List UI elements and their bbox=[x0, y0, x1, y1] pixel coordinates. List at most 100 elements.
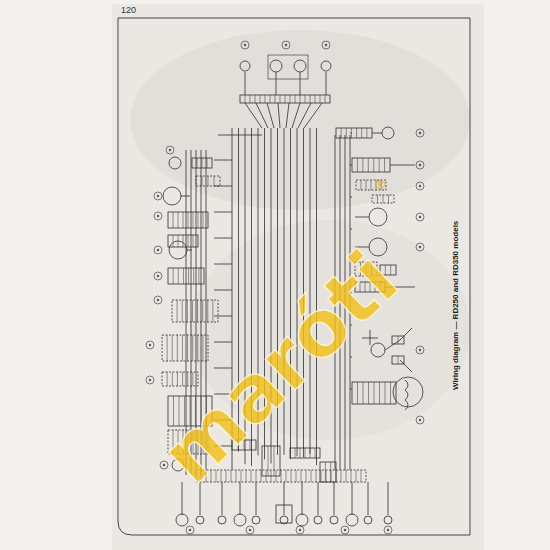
wire bbox=[173, 235, 174, 247]
lamp-symbol bbox=[270, 60, 282, 72]
connector-block bbox=[392, 336, 404, 344]
callout-circle bbox=[154, 272, 162, 280]
connector-block bbox=[192, 158, 212, 168]
wire bbox=[351, 470, 352, 482]
wire bbox=[400, 360, 412, 372]
callout-circle bbox=[246, 526, 254, 534]
wire bbox=[266, 470, 267, 482]
lamp-symbol bbox=[321, 61, 331, 71]
wire bbox=[298, 103, 311, 128]
wire bbox=[202, 335, 203, 361]
wire bbox=[357, 158, 358, 172]
callout-circle bbox=[296, 526, 304, 534]
lamp-symbol bbox=[346, 514, 358, 526]
callout-dot bbox=[157, 275, 159, 277]
callout-dot bbox=[325, 44, 327, 46]
wire bbox=[368, 158, 369, 172]
wiring bbox=[146, 41, 424, 534]
wire bbox=[350, 389, 352, 390]
wire bbox=[172, 372, 173, 386]
wire bbox=[336, 470, 337, 482]
callout-dot bbox=[157, 195, 159, 197]
wire bbox=[361, 128, 362, 138]
wire bbox=[362, 158, 363, 172]
wire bbox=[214, 290, 232, 291]
wire bbox=[207, 158, 208, 168]
wire bbox=[341, 128, 342, 138]
wire bbox=[167, 335, 168, 361]
connector-block bbox=[352, 382, 396, 404]
wire bbox=[245, 72, 246, 95]
wire bbox=[173, 212, 174, 228]
callout-circle bbox=[416, 243, 424, 251]
wire bbox=[356, 470, 357, 482]
callout-dot bbox=[244, 44, 246, 46]
figure-caption: Wiring diagram — RD250 and RD350 models bbox=[452, 221, 460, 390]
page-ground bbox=[112, 4, 484, 550]
lamp-symbol bbox=[280, 516, 288, 524]
callout-circle bbox=[384, 526, 392, 534]
wire bbox=[241, 470, 242, 482]
wire bbox=[300, 72, 301, 95]
wire bbox=[260, 95, 261, 103]
callout-circle bbox=[154, 246, 162, 254]
wire bbox=[361, 470, 362, 482]
wire bbox=[350, 165, 352, 166]
callout-circle bbox=[416, 182, 424, 190]
wire bbox=[318, 482, 319, 515]
lamp-symbol bbox=[314, 516, 322, 524]
background-shade bbox=[130, 30, 470, 210]
lamp-symbol bbox=[384, 516, 392, 524]
wire bbox=[197, 158, 198, 168]
wire bbox=[379, 158, 380, 172]
callout-circle bbox=[146, 341, 154, 349]
wire bbox=[331, 470, 332, 482]
wire bbox=[250, 95, 251, 103]
wire bbox=[310, 448, 311, 458]
wire bbox=[398, 336, 399, 344]
wire bbox=[301, 470, 302, 482]
wire bbox=[284, 482, 285, 515]
wire bbox=[181, 196, 190, 197]
wire bbox=[197, 300, 198, 322]
wire bbox=[398, 356, 399, 364]
wire bbox=[198, 268, 199, 284]
lamp-symbol bbox=[371, 343, 385, 357]
wire bbox=[315, 95, 316, 103]
wire bbox=[177, 300, 178, 322]
callout-circle bbox=[154, 192, 162, 200]
wire bbox=[271, 470, 272, 482]
lamp-symbol bbox=[364, 516, 372, 524]
callout-dot bbox=[419, 216, 421, 218]
wire bbox=[187, 300, 188, 322]
lamp-symbol bbox=[169, 241, 187, 259]
callout-dot bbox=[157, 299, 159, 301]
wire bbox=[355, 217, 369, 218]
wire bbox=[214, 342, 232, 343]
callout-dot bbox=[419, 419, 421, 421]
wire bbox=[214, 264, 232, 265]
wire bbox=[256, 103, 268, 128]
wire bbox=[270, 95, 271, 103]
wire bbox=[276, 72, 277, 95]
callout-dot bbox=[163, 464, 165, 466]
connector-block bbox=[290, 448, 320, 458]
registered-mark: ® bbox=[374, 178, 387, 191]
callout-circle bbox=[146, 376, 154, 384]
wire bbox=[368, 482, 369, 515]
wire bbox=[325, 95, 326, 103]
wire bbox=[182, 482, 183, 515]
wire bbox=[193, 235, 194, 247]
wire bbox=[388, 195, 389, 203]
callout-circle bbox=[160, 461, 168, 469]
wire bbox=[245, 103, 262, 128]
wire bbox=[193, 268, 194, 284]
wire bbox=[192, 300, 193, 322]
wire bbox=[268, 446, 269, 476]
wire bbox=[218, 135, 262, 136]
wire bbox=[400, 328, 412, 340]
wire bbox=[350, 229, 352, 230]
wire bbox=[352, 482, 353, 515]
wire bbox=[371, 180, 372, 190]
wire bbox=[292, 103, 300, 128]
